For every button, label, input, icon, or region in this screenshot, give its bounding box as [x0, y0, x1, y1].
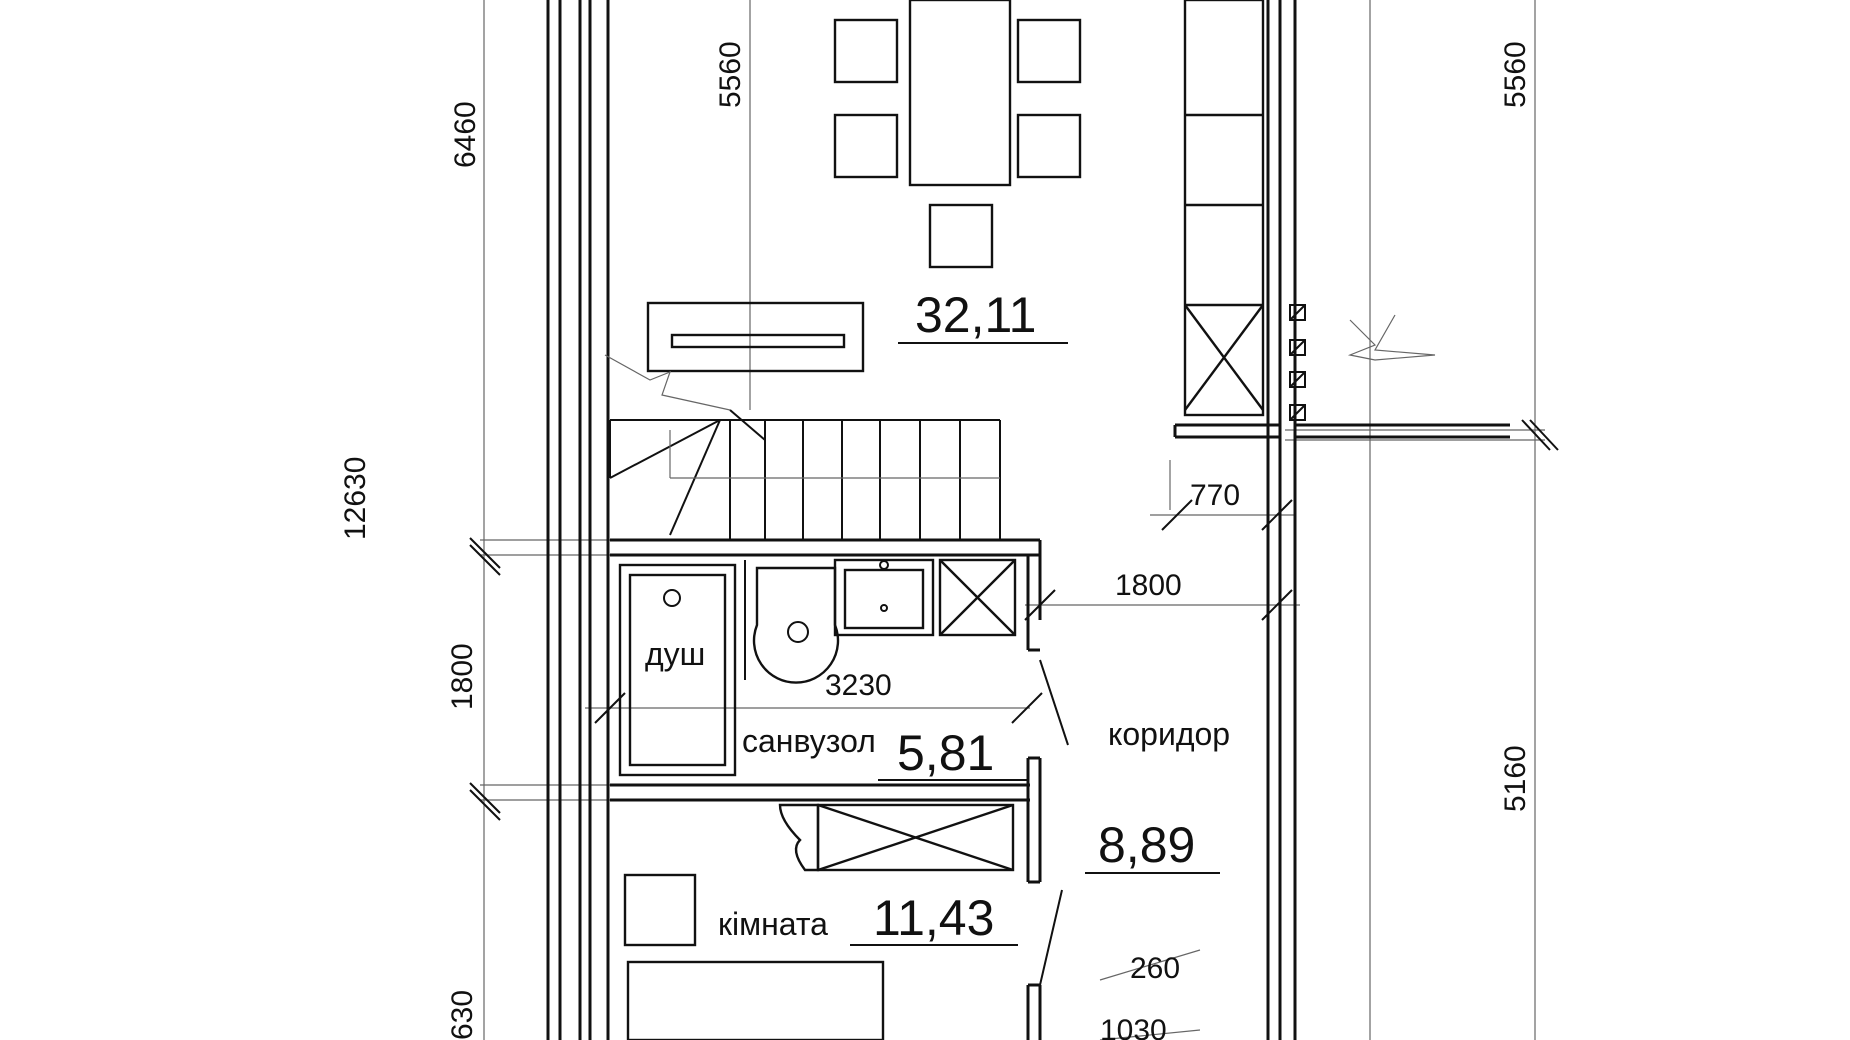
- dim-770: 770: [1190, 479, 1240, 512]
- room-label: кімната: [718, 906, 828, 942]
- shower-label: душ: [645, 636, 705, 672]
- dim-5560-right: 5560: [1499, 41, 1532, 108]
- dim-1800-vertical: 1800: [446, 643, 479, 710]
- dim-260: 260: [1130, 952, 1180, 985]
- room-area: 11,43: [873, 890, 994, 946]
- dim-5560-left: 5560: [714, 41, 747, 108]
- bathroom-label: санвузол: [742, 723, 876, 759]
- corridor-area: 8,89: [1098, 817, 1195, 873]
- dim-5160: 5160: [1499, 745, 1532, 812]
- dining-set: [833, 0, 1082, 269]
- sofa: [646, 301, 865, 373]
- staircase: [604, 354, 1001, 540]
- kitchen-cabinets: [1183, 0, 1306, 421]
- dim-6460: 6460: [449, 101, 482, 168]
- bathroom-area: 5,81: [897, 725, 994, 781]
- bathroom-fixtures: [618, 558, 1017, 777]
- room-furniture: [623, 803, 1015, 1040]
- dim-1800-horizontal: 1800: [1115, 569, 1182, 602]
- dim-1030: 1030: [1100, 1014, 1167, 1040]
- walls: [546, 0, 1510, 1040]
- dim-630: 630: [446, 990, 479, 1040]
- dim-3230: 3230: [825, 669, 892, 702]
- dim-12630: 12630: [339, 457, 372, 540]
- kitchen-area: 32,11: [915, 287, 1036, 343]
- dimension-lines: [480, 0, 1545, 1040]
- corridor-label: коридор: [1108, 716, 1230, 752]
